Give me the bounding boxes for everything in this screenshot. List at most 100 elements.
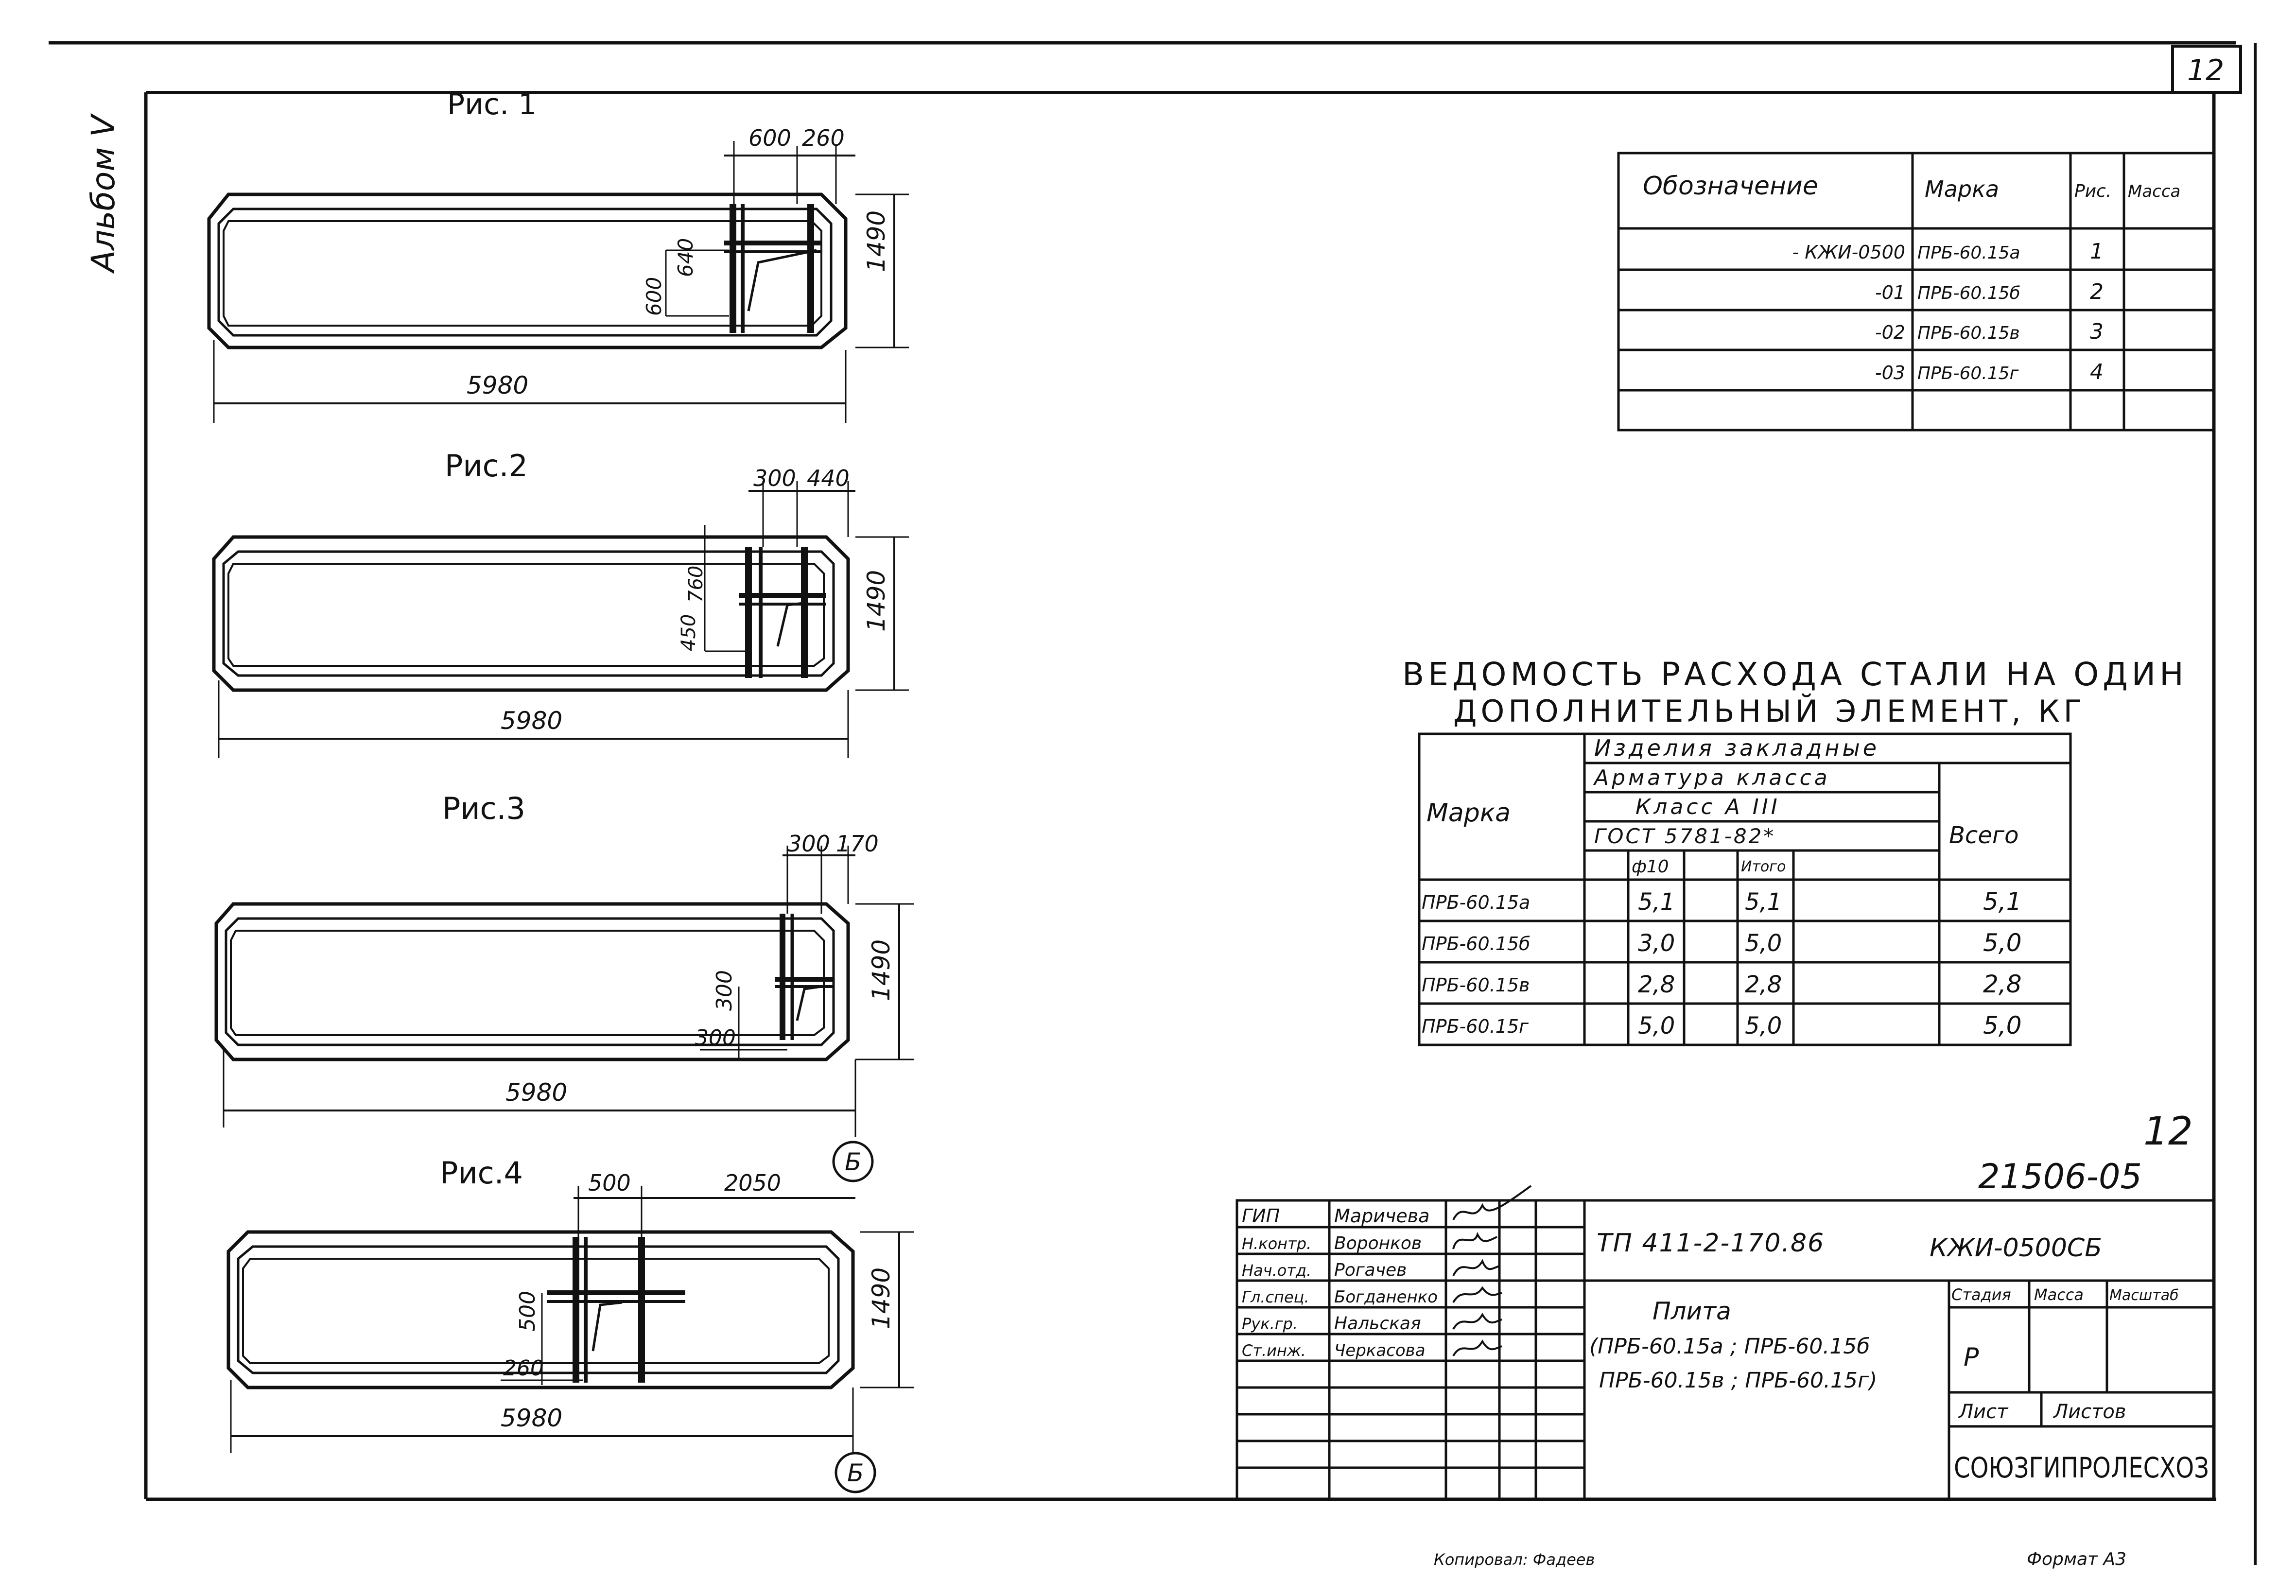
steel-row-1-vsego: 5,1: [1983, 887, 2022, 916]
figure-2-dim-a: 300: [753, 465, 796, 491]
spec-row-3-oboz: -02: [1875, 322, 1905, 343]
spec-header-oboznachenie: Обозначение: [1643, 172, 1818, 201]
tb-sheets-label: Листов: [2052, 1401, 2126, 1423]
spec-row-1-oboz: - КЖИ-0500: [1792, 242, 1905, 263]
figure-4-width: 1490: [867, 1267, 895, 1329]
figure-2-dim-b: 440: [807, 465, 850, 491]
spec-row-3-ris: 3: [2090, 319, 2104, 344]
figure-3: Рис.3 5980 1490 300 170 300 300: [214, 791, 914, 1128]
figure-3-dim-b: 170: [836, 831, 879, 857]
tb-role-3: Нач.отд.: [1242, 1261, 1311, 1280]
figure-3-dim-c: 300: [712, 970, 737, 1011]
steel-row-3-itogo: 2,8: [1745, 971, 1782, 998]
steel-row-4-itogo: 5,0: [1745, 1012, 1782, 1040]
album-label: Альбом V: [85, 113, 122, 274]
figure-1-dim-b: 260: [802, 125, 845, 151]
figure-2-dim-d: 450: [678, 614, 700, 651]
figure-1-width: 1490: [862, 210, 890, 272]
steel-row-2-vsego: 5,0: [1983, 929, 2022, 957]
steel-table-title-2: ДОПОЛНИТЕЛЬНЫЙ ЭЛЕМЕНТ, КГ: [1453, 694, 2086, 729]
tb-name-3: Рогачев: [1334, 1260, 1407, 1280]
spec-table: [1617, 152, 2215, 432]
figure-2: Рис.2 5980 1490 300 440 760 450: [212, 448, 909, 758]
steel-header-armatura: Арматура класса: [1593, 765, 1830, 790]
figure-2-dim-c: 760: [685, 566, 707, 603]
tb-role-1: ГИП: [1242, 1205, 1280, 1227]
figure-4-length: 5980: [501, 1404, 562, 1432]
spec-header-ris: Рис.: [2074, 181, 2111, 201]
title-block: [1235, 1199, 2215, 1501]
steel-row-1-marka: ПРБ-60.15а: [1422, 892, 1530, 913]
footer-format: Формат А3: [2027, 1549, 2126, 1569]
figure-2-length: 5980: [501, 707, 562, 735]
tb-scale-label: Масштаб: [2109, 1287, 2179, 1304]
steel-header-phi: ф10: [1632, 857, 1669, 877]
tb-project: ТП 411-2-170.86: [1597, 1229, 1825, 1258]
tb-mass-label: Масса: [2034, 1285, 2084, 1304]
figure-1-dim-a: 600: [748, 125, 791, 151]
figure-4-dim-a: 500: [588, 1170, 631, 1196]
steel-row-4-marka: ПРБ-60.15г: [1422, 1016, 1529, 1037]
steel-row-1-phi: 5,1: [1638, 888, 1675, 916]
figure-1: Рис. 1 5980 1490 600 260 640 600: [207, 87, 909, 423]
steel-header-marka: Марка: [1426, 798, 1511, 828]
tb-name-4: Богданенко: [1334, 1287, 1438, 1307]
doc-code: 21506-05: [1978, 1157, 2142, 1197]
tb-name-6: Черкасова: [1334, 1341, 1426, 1360]
steel-header-klass: Класс А III: [1635, 795, 1780, 819]
tb-name-2: Воронков: [1334, 1233, 1422, 1253]
tb-role-4: Гл.спец.: [1242, 1288, 1309, 1306]
figure-1-dim-c: 640: [674, 238, 697, 277]
figure-2-width: 1490: [862, 570, 890, 632]
spec-row-1-ris: 1: [2090, 239, 2104, 264]
tb-role-6: Ст.инж.: [1242, 1341, 1306, 1360]
figure-4: Рис.4 5980 1490 500 2050 500 260: [226, 1155, 914, 1453]
steel-row-2-phi: 3,0: [1638, 930, 1675, 957]
tb-role-2: Н.контр.: [1242, 1234, 1311, 1253]
steel-table-title-1: ВЕДОМОСТЬ РАСХОДА СТАЛИ НА ОДИН: [1402, 656, 2188, 693]
tb-sheet-label: Лист: [1958, 1401, 2009, 1423]
steel-header-itogo: Итого: [1741, 858, 1786, 875]
steel-row-3-phi: 2,8: [1638, 971, 1675, 998]
steel-row-4-phi: 5,0: [1638, 1012, 1675, 1040]
section-marks: Б Б: [832, 1128, 876, 1493]
figure-2-caption: Рис.2: [445, 448, 528, 484]
spec-row-1-marka: ПРБ-60.15а: [1917, 243, 2020, 263]
spec-row-2-oboz: -01: [1875, 282, 1905, 303]
tb-name-line-3: ПРБ-60.15в ; ПРБ-60.15г): [1599, 1368, 1877, 1393]
tb-role-5: Рук.гр.: [1242, 1315, 1298, 1333]
spec-row-4-ris: 4: [2090, 360, 2104, 384]
spec-row-4-marka: ПРБ-60.15г: [1917, 364, 2019, 383]
steel-row-2-marka: ПРБ-60.15б: [1422, 933, 1531, 954]
figure-4-dim-d: 260: [503, 1356, 544, 1381]
figure-3-width: 1490: [867, 939, 895, 1001]
steel-row-2-itogo: 5,0: [1745, 930, 1782, 957]
section-mark-2: Б: [847, 1459, 864, 1487]
tb-name-line-1: Плита: [1652, 1297, 1731, 1325]
spec-header-marka: Марка: [1925, 176, 1999, 202]
steel-table: [1418, 732, 2072, 1046]
tb-code: КЖИ-0500СБ: [1930, 1233, 2102, 1263]
figure-3-dim-d: 300: [695, 1025, 736, 1050]
steel-row-3-vsego: 2,8: [1983, 970, 2022, 998]
figure-3-dim-a: 300: [787, 831, 830, 857]
tb-stage: Р: [1964, 1343, 1979, 1372]
figure-3-length: 5980: [505, 1078, 567, 1107]
figure-1-length: 5980: [467, 371, 528, 399]
tb-name-line-2: (ПРБ-60.15а ; ПРБ-60.15б: [1589, 1334, 1870, 1359]
figure-4-dim-b: 2050: [724, 1170, 781, 1196]
tb-org: СОЮЗГИПРОЛЕСХОЗ: [1954, 1451, 2209, 1484]
steel-header-gost: ГОСТ 5781-82*: [1594, 824, 1775, 848]
tb-stage-label: Стадия: [1951, 1285, 2011, 1304]
figure-1-dim-d: 600: [642, 277, 666, 316]
steel-row-1-itogo: 5,1: [1745, 888, 1782, 916]
tb-name-1: Маричева: [1334, 1205, 1429, 1227]
page-number-large: 12: [2143, 1109, 2193, 1154]
spec-header-massa: Масса: [2128, 182, 2180, 201]
steel-row-4-vsego: 5,0: [1983, 1011, 2022, 1040]
figure-4-caption: Рис.4: [440, 1155, 523, 1191]
steel-header-vsego: Всего: [1949, 822, 2018, 849]
figure-4-dim-c: 500: [515, 1291, 540, 1332]
signatures: [1452, 1185, 1532, 1357]
